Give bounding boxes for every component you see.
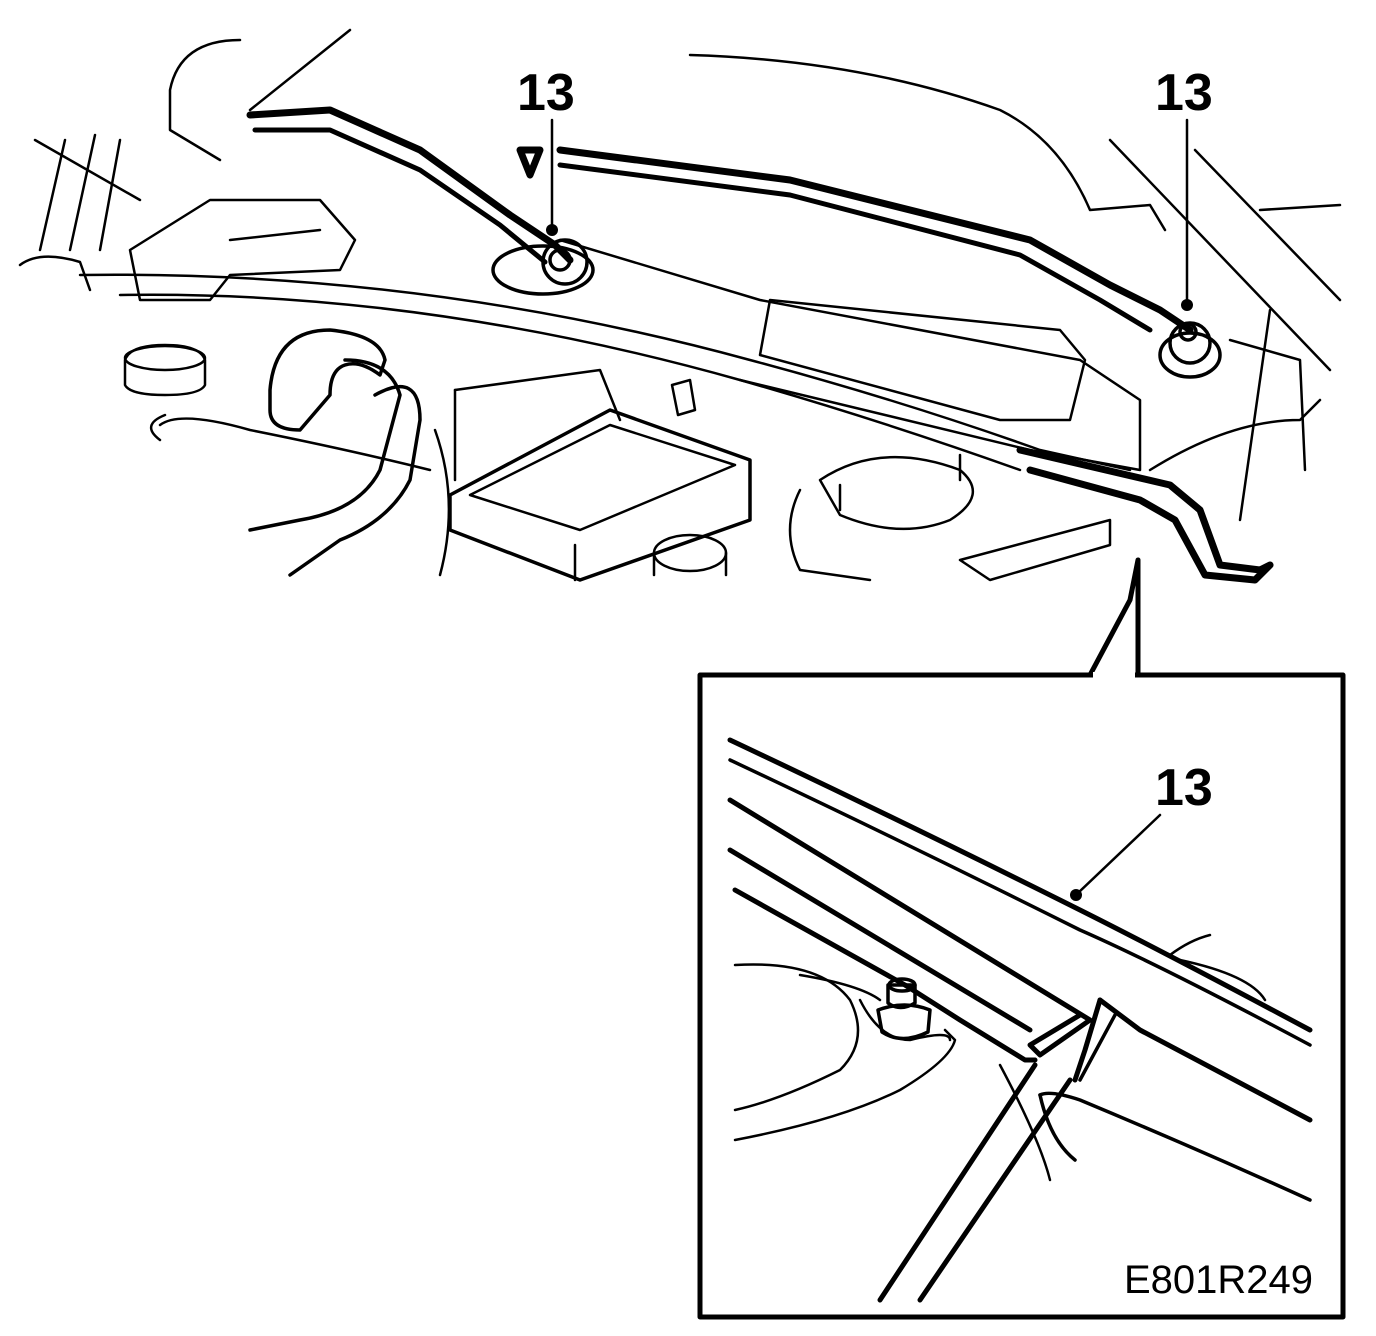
wiper-mount-nut-right	[1158, 321, 1222, 379]
callout-right: 13	[1155, 64, 1213, 311]
wiper-linkage	[246, 106, 1274, 584]
callout-detail: 13	[1070, 759, 1213, 901]
callout-label-right: 13	[1155, 64, 1213, 122]
engine-bay-background	[18, 28, 1342, 582]
callout-label-left: 13	[517, 64, 575, 122]
callout-label-detail: 13	[1155, 759, 1213, 817]
callout-left: 13	[517, 64, 575, 236]
detail-inset: 13 E801R249	[697, 672, 1346, 1320]
figure-code: E801R249	[1124, 1258, 1313, 1302]
detail-pointer	[1087, 557, 1141, 678]
wiper-mount-nut-left	[491, 238, 595, 296]
